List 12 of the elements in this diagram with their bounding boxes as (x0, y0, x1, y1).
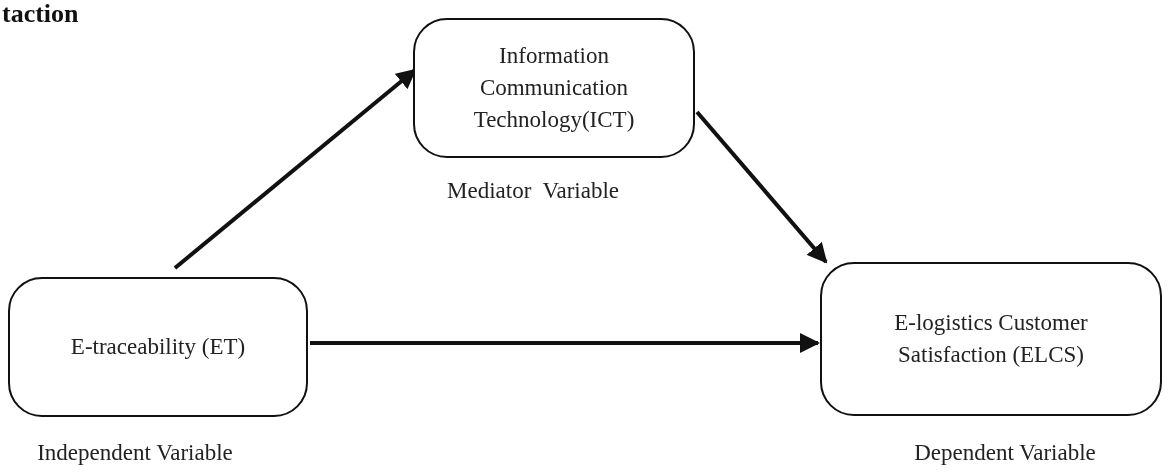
variable-label: Dependent Variable (914, 440, 1096, 466)
node-text: Information Communication Technology(ICT) (472, 41, 636, 135)
variable-label: Independent Variable (37, 440, 233, 466)
node-text: E-traceability (ET) (70, 332, 246, 361)
arrow (310, 333, 820, 353)
rounded-box (413, 18, 695, 158)
node-text: E-logistics Customer Satisfaction (ELCS) (893, 308, 1089, 369)
arrow (695, 110, 828, 264)
rounded-box (8, 277, 308, 417)
rounded-box (820, 262, 1162, 416)
variable-label: Mediator Variable (447, 178, 619, 204)
title: taction (2, 0, 79, 29)
